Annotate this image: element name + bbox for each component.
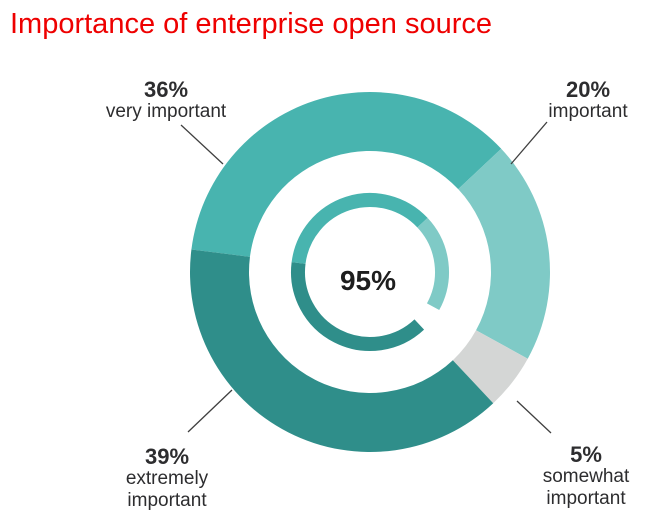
inner-ring-segment-very-important bbox=[291, 193, 428, 265]
segment-label-important: 20% important bbox=[528, 79, 648, 123]
donut-center-value: 95% bbox=[339, 265, 397, 296]
leader-line-very-important bbox=[180, 124, 224, 165]
donut-segment-extremely-important bbox=[189, 249, 494, 453]
segment-label-somewhat-important: 5% somewhat important bbox=[526, 444, 646, 510]
leader-line-somewhat-important bbox=[516, 400, 552, 434]
segment-label-very-important: 36% very important bbox=[91, 79, 241, 123]
chart-title: Importance of enterprise open source bbox=[10, 8, 492, 40]
segment-name: extremely important bbox=[125, 468, 209, 511]
segment-pct: 5% bbox=[570, 442, 602, 467]
donut-segment-somewhat-important bbox=[452, 330, 528, 404]
segment-name: important bbox=[548, 101, 628, 122]
segment-name: very important bbox=[105, 101, 227, 122]
segment-pct: 39% bbox=[144, 444, 190, 469]
segment-name: somewhat important bbox=[542, 466, 630, 509]
leader-line-important bbox=[510, 121, 548, 165]
donut-segment-very-important bbox=[191, 92, 502, 257]
segment-label-extremely-important: 39% extremely important bbox=[92, 446, 242, 512]
inner-ring-segment-important bbox=[417, 217, 449, 311]
donut-segment-important bbox=[458, 148, 550, 359]
inner-ring-segment-extremely-important bbox=[291, 262, 425, 351]
leader-line-extremely-important bbox=[187, 389, 233, 433]
segment-pct: 20% bbox=[565, 77, 611, 102]
segment-pct: 36% bbox=[143, 77, 189, 102]
